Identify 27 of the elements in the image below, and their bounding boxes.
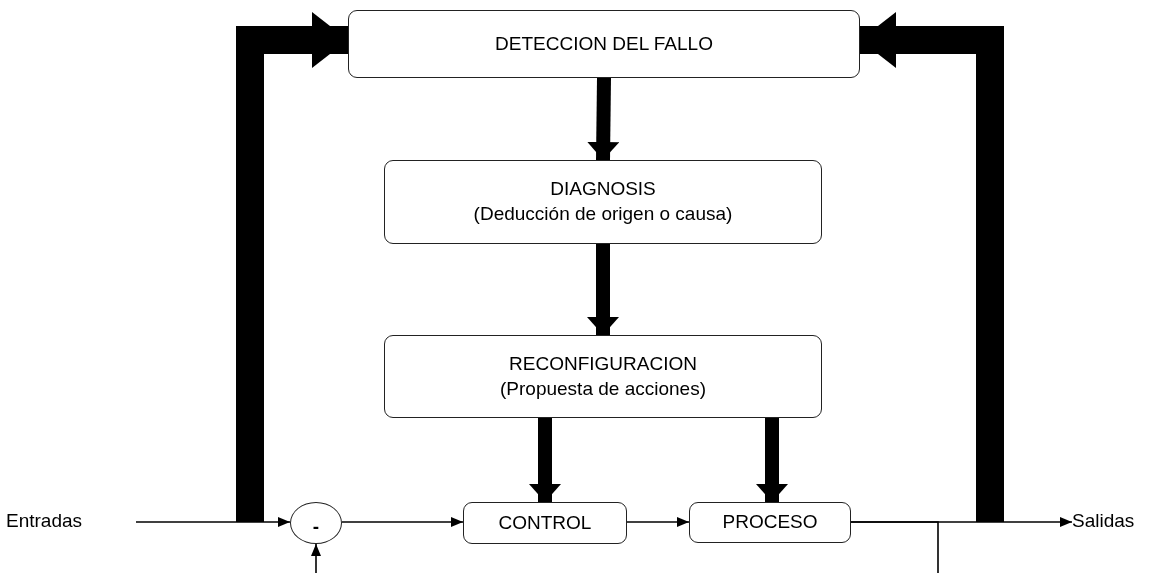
box-subtitle: (Propuesta de acciones) (500, 376, 706, 401)
thick-arrow (587, 77, 620, 161)
process-box (689, 502, 851, 543)
box-title: - (312, 514, 320, 539)
thick-arrow (756, 418, 788, 502)
output-label: Salidas (1072, 505, 1164, 537)
thick-arrow (587, 244, 619, 335)
arrow (626, 517, 690, 527)
connector-line (850, 521, 939, 573)
box-title: DETECCION DEL FALLO (495, 31, 713, 56)
arrow (135, 517, 291, 527)
box-subtitle: (Deducción de origen o causa) (473, 202, 733, 226)
process-box (348, 10, 860, 78)
box-title: DIAGNOSIS (550, 177, 656, 202)
arrow (341, 517, 464, 527)
thick-arrow (860, 12, 1004, 522)
box-title: CONTROL (498, 510, 592, 535)
summing-junction (290, 502, 342, 544)
arrow (311, 543, 321, 573)
thick-arrow (236, 12, 348, 522)
input-label: Entradas (6, 505, 136, 537)
thick-arrow (529, 418, 561, 502)
process-box (384, 335, 822, 418)
box-title: PROCESO (722, 510, 818, 535)
process-box (384, 160, 822, 244)
box-title: RECONFIGURACION (509, 351, 697, 376)
process-box (463, 502, 627, 544)
